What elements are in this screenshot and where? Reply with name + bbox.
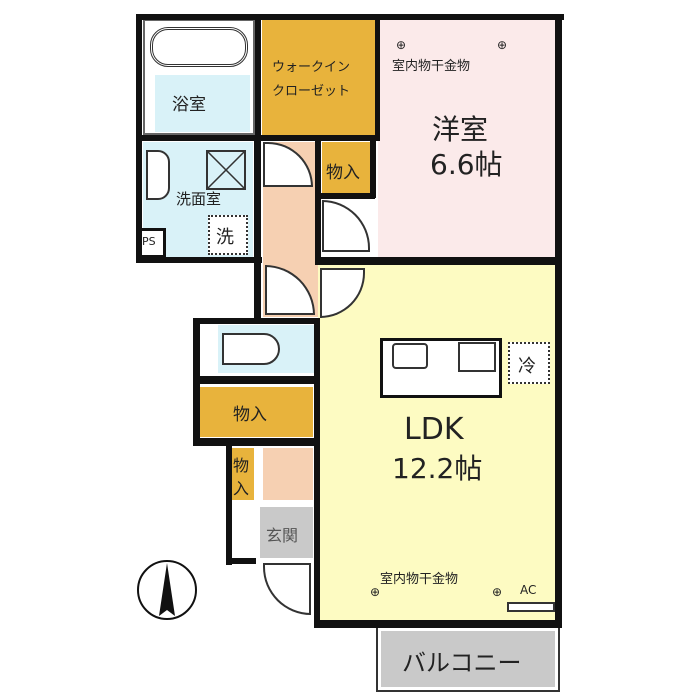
entrance-label: 玄関 bbox=[266, 526, 299, 545]
door[interactable] bbox=[322, 200, 370, 252]
storage-mid bbox=[200, 387, 313, 437]
indoor-drying-label: 室内物干金物 bbox=[380, 572, 459, 587]
ldk-label: LDK bbox=[404, 412, 464, 447]
drying-hook-icon: ⊕ bbox=[396, 38, 407, 52]
drying-hook-icon: ⊕ bbox=[497, 38, 508, 52]
western-room bbox=[378, 20, 560, 258]
refrigerator-label: 冷 bbox=[518, 356, 536, 377]
entrance-door[interactable] bbox=[263, 563, 311, 615]
entrance bbox=[260, 507, 313, 558]
storage-top-label: 物入 bbox=[326, 163, 360, 183]
refrigerator-space bbox=[508, 342, 550, 384]
north-arrow-icon bbox=[137, 560, 197, 620]
walkin-closet bbox=[262, 20, 375, 135]
indoor-drying-label: 室内物干金物 bbox=[392, 59, 471, 74]
ac-label: AC bbox=[520, 583, 537, 597]
balcony bbox=[376, 626, 560, 692]
toilet-icon bbox=[222, 333, 280, 365]
storage-small-label-1: 物 bbox=[233, 456, 250, 475]
bathroom-floor bbox=[155, 75, 250, 132]
drying-hook-icon: ⊕ bbox=[370, 585, 381, 599]
drying-hook-icon: ⊕ bbox=[492, 585, 503, 599]
storage-small bbox=[232, 448, 254, 500]
bathtub-icon bbox=[150, 27, 248, 67]
western-room-label: 洋室 bbox=[432, 113, 489, 146]
sink-icon bbox=[146, 150, 170, 200]
storage-top bbox=[322, 142, 375, 194]
washer-label: 洗 bbox=[216, 227, 234, 248]
ldk bbox=[318, 265, 560, 622]
washroom-label: 洗面室 bbox=[176, 190, 222, 208]
drain-icon bbox=[206, 150, 246, 190]
storage-small-label-2: 入 bbox=[233, 479, 250, 498]
sink-icon bbox=[392, 343, 428, 369]
stove-icon bbox=[458, 342, 496, 372]
ps-label: PS bbox=[142, 235, 156, 248]
ac-unit bbox=[507, 602, 555, 612]
storage-mid-label: 物入 bbox=[233, 405, 267, 425]
bath-label: 浴室 bbox=[172, 95, 206, 115]
ldk-size: 12.2帖 bbox=[392, 452, 483, 485]
walkin-closet-label-1: ウォークイン bbox=[272, 60, 351, 75]
western-room-size: 6.6帖 bbox=[430, 148, 503, 181]
walkin-closet-label-2: クローゼット bbox=[272, 84, 351, 99]
hallway-lower bbox=[263, 448, 313, 500]
washer-space bbox=[208, 215, 248, 255]
balcony-label: バルコニー bbox=[402, 649, 522, 677]
